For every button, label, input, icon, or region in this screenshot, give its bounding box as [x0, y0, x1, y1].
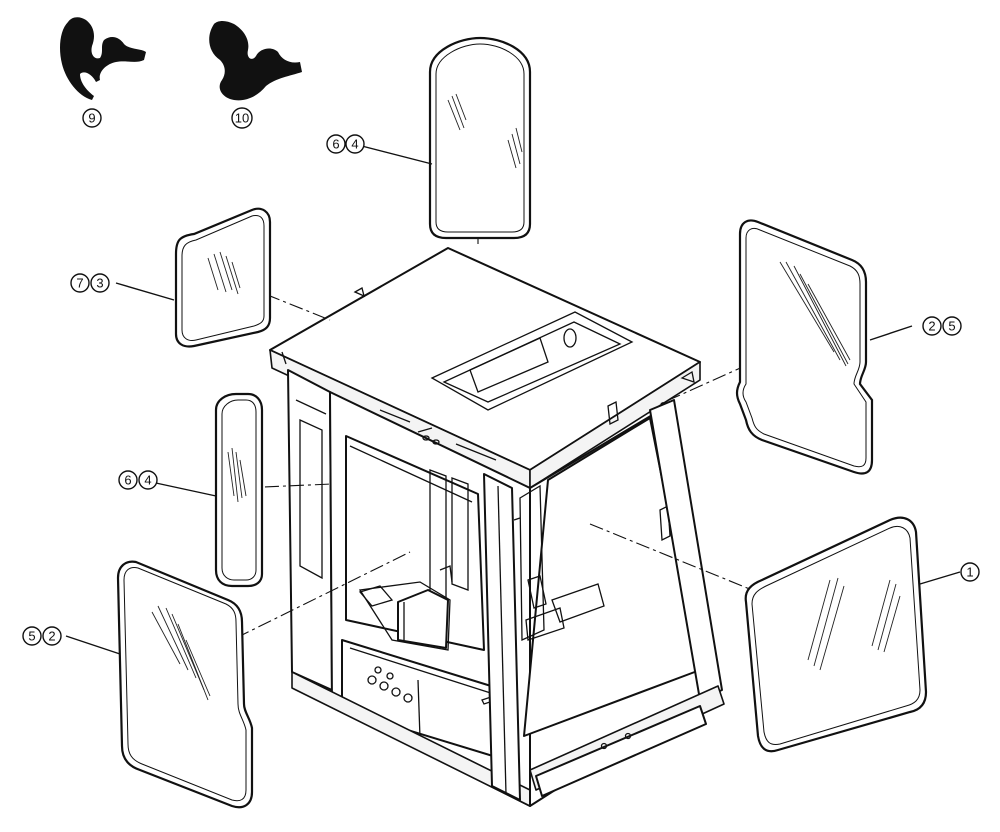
- callout-right-side-2: 2: [922, 316, 942, 336]
- svg-text:7: 7: [76, 276, 83, 291]
- roof-hatch-opening: [430, 311, 634, 411]
- roof-right-edge: [529, 361, 701, 489]
- callout-10: 10: [231, 107, 253, 129]
- lower-left-glass-panel: [116, 560, 254, 809]
- callout-9: 9: [82, 108, 102, 128]
- front-right-pillar: [649, 399, 723, 701]
- roof-glass-panel: [428, 36, 532, 240]
- front-step: [535, 705, 707, 797]
- right-side-glass-panel: [735, 219, 874, 475]
- svg-text:2: 2: [928, 319, 935, 334]
- svg-text:2: 2: [48, 629, 55, 644]
- callout-roof-4: 4: [345, 134, 365, 154]
- front-glass-panel: [744, 516, 928, 753]
- svg-text:9: 9: [88, 111, 95, 126]
- svg-text:10: 10: [235, 111, 249, 126]
- callout-front-1: 1: [960, 562, 980, 582]
- callout-left-door-4: 4: [138, 470, 158, 490]
- svg-text:6: 6: [332, 137, 339, 152]
- seal-profile-10: [209, 21, 302, 101]
- callout-lower-left-2: 2: [42, 626, 62, 646]
- left-door-opening: [345, 435, 485, 651]
- left-door-glass-panel: [214, 392, 264, 588]
- upper-left-glass-panel: [174, 207, 272, 348]
- rear-left-pillar: [287, 369, 333, 691]
- svg-text:4: 4: [351, 137, 358, 152]
- svg-text:3: 3: [96, 276, 103, 291]
- svg-text:4: 4: [144, 473, 151, 488]
- callout-upper-left-3: 3: [90, 273, 110, 293]
- callout-left-door-6: 6: [118, 470, 138, 490]
- callout-lower-left-5: 5: [22, 626, 42, 646]
- svg-text:5: 5: [28, 629, 35, 644]
- cab-frame: [269, 247, 725, 807]
- callout-right-side-5: 5: [942, 316, 962, 336]
- callout-roof-6: 6: [326, 134, 346, 154]
- svg-text:6: 6: [124, 473, 131, 488]
- svg-text:5: 5: [948, 319, 955, 334]
- callout-upper-left-7: 7: [70, 273, 90, 293]
- seal-profile-9: [60, 17, 146, 100]
- svg-text:1: 1: [966, 565, 973, 580]
